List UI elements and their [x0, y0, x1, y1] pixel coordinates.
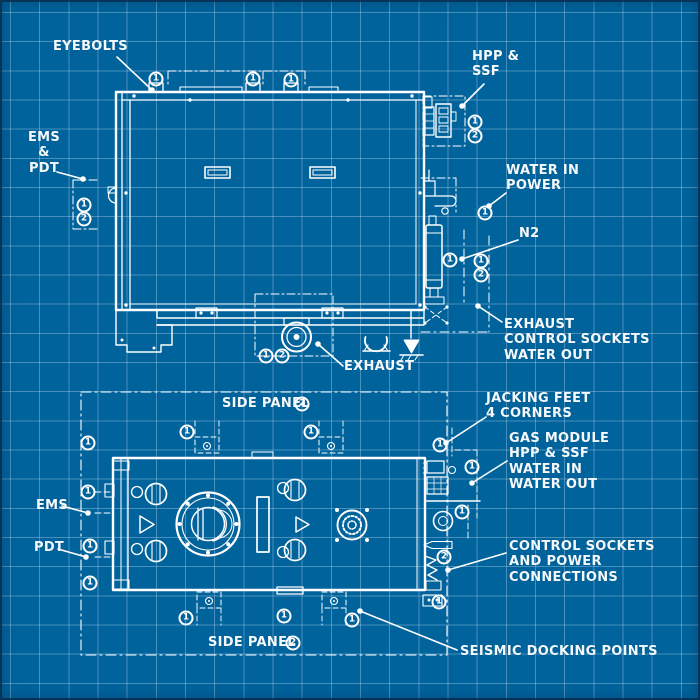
- circled-number-bottom-view-top-1: 1: [179, 424, 195, 440]
- label-ems-pdt: EMS & PDT: [27, 130, 61, 176]
- circled-number-n2-valve: 1: [442, 252, 458, 268]
- label-n2: N2: [519, 226, 540, 241]
- circled-number-bottom-view-bottom-2: 1: [276, 608, 292, 624]
- label-seismic: SEISMIC DOCKING POINTS: [460, 644, 658, 659]
- label-pdt: PDT: [34, 540, 65, 555]
- circled-number-eyebolt-right: 1: [283, 72, 299, 88]
- label-gas-module: GAS MODULE HPP & SSF WATER IN WATER OUT: [509, 431, 610, 492]
- bottom-view-right-components: [422, 427, 481, 607]
- circled-number-exhaust-port-1: 1: [258, 348, 274, 364]
- leader-lines: [56, 56, 519, 651]
- circled-number-gas-module-2: 1: [454, 504, 470, 520]
- circled-number-bottom-view-left-bottom: 1: [82, 575, 98, 591]
- circled-number-hpp-ssf-2: 2: [467, 128, 483, 144]
- circled-number-bottom-view-top-2: 1: [303, 424, 319, 440]
- label-control-sockets: CONTROL SOCKETS AND POWER CONNECTIONS: [509, 539, 655, 585]
- circled-number-gas-module-1: 1: [464, 459, 480, 475]
- label-jacking-feet: JACKING FEET 4 CORNERS: [486, 391, 591, 422]
- label-exhaust-block: EXHAUST CONTROL SOCKETS WATER OUT: [504, 317, 650, 363]
- circled-number-eyebolt-left: 1: [148, 71, 164, 87]
- circled-number-side-panel-top-qty: 2: [294, 396, 310, 412]
- top-view-base: [115, 293, 425, 361]
- label-exhaust: EXHAUST: [344, 359, 415, 374]
- circled-number-bottom-view-right-bottom: 1: [431, 594, 447, 610]
- bottom-view-cabinet: [80, 391, 448, 656]
- label-side-panel-bottom: SIDE PANEL: [208, 635, 296, 650]
- label-hpp-ssf: HPP & SSF: [472, 49, 520, 80]
- circled-number-water-in-power: 1: [477, 205, 493, 221]
- circled-number-bottom-view-bottom-3: 1: [344, 612, 360, 628]
- top-view-right-components: [420, 95, 490, 333]
- circled-number-control-sockets: 2: [436, 549, 452, 565]
- circled-number-exhaust-port-2: 2: [274, 348, 290, 364]
- circled-number-bottom-view-bottom-1: 1: [178, 610, 194, 626]
- label-eyebolts: EYEBOLTS: [53, 39, 128, 54]
- top-view-cabinet: [107, 70, 433, 312]
- label-ems: EMS: [36, 498, 69, 513]
- label-water-in-power: WATER IN POWER: [506, 163, 580, 194]
- circled-number-ems-pdt-2: 2: [76, 211, 92, 227]
- circled-number-jacking-foot-right: 1: [432, 437, 448, 453]
- circled-number-ems-port: 1: [80, 484, 96, 500]
- circled-number-exhaust-block-2: 2: [473, 267, 489, 283]
- circled-number-hpp-ssf-1: 1: [467, 114, 483, 130]
- ems-pdt-callout-box: [72, 179, 101, 230]
- circled-number-bottom-view-left-top: 1: [80, 435, 96, 451]
- circled-number-pdt-port: 1: [82, 538, 98, 554]
- circled-number-ems-pdt-1: 1: [76, 197, 92, 213]
- circled-number-side-panel-bottom-qty: 2: [285, 635, 301, 651]
- circled-number-eyebolt-mid: 1: [245, 71, 261, 87]
- circled-number-exhaust-block-1: 1: [473, 253, 489, 269]
